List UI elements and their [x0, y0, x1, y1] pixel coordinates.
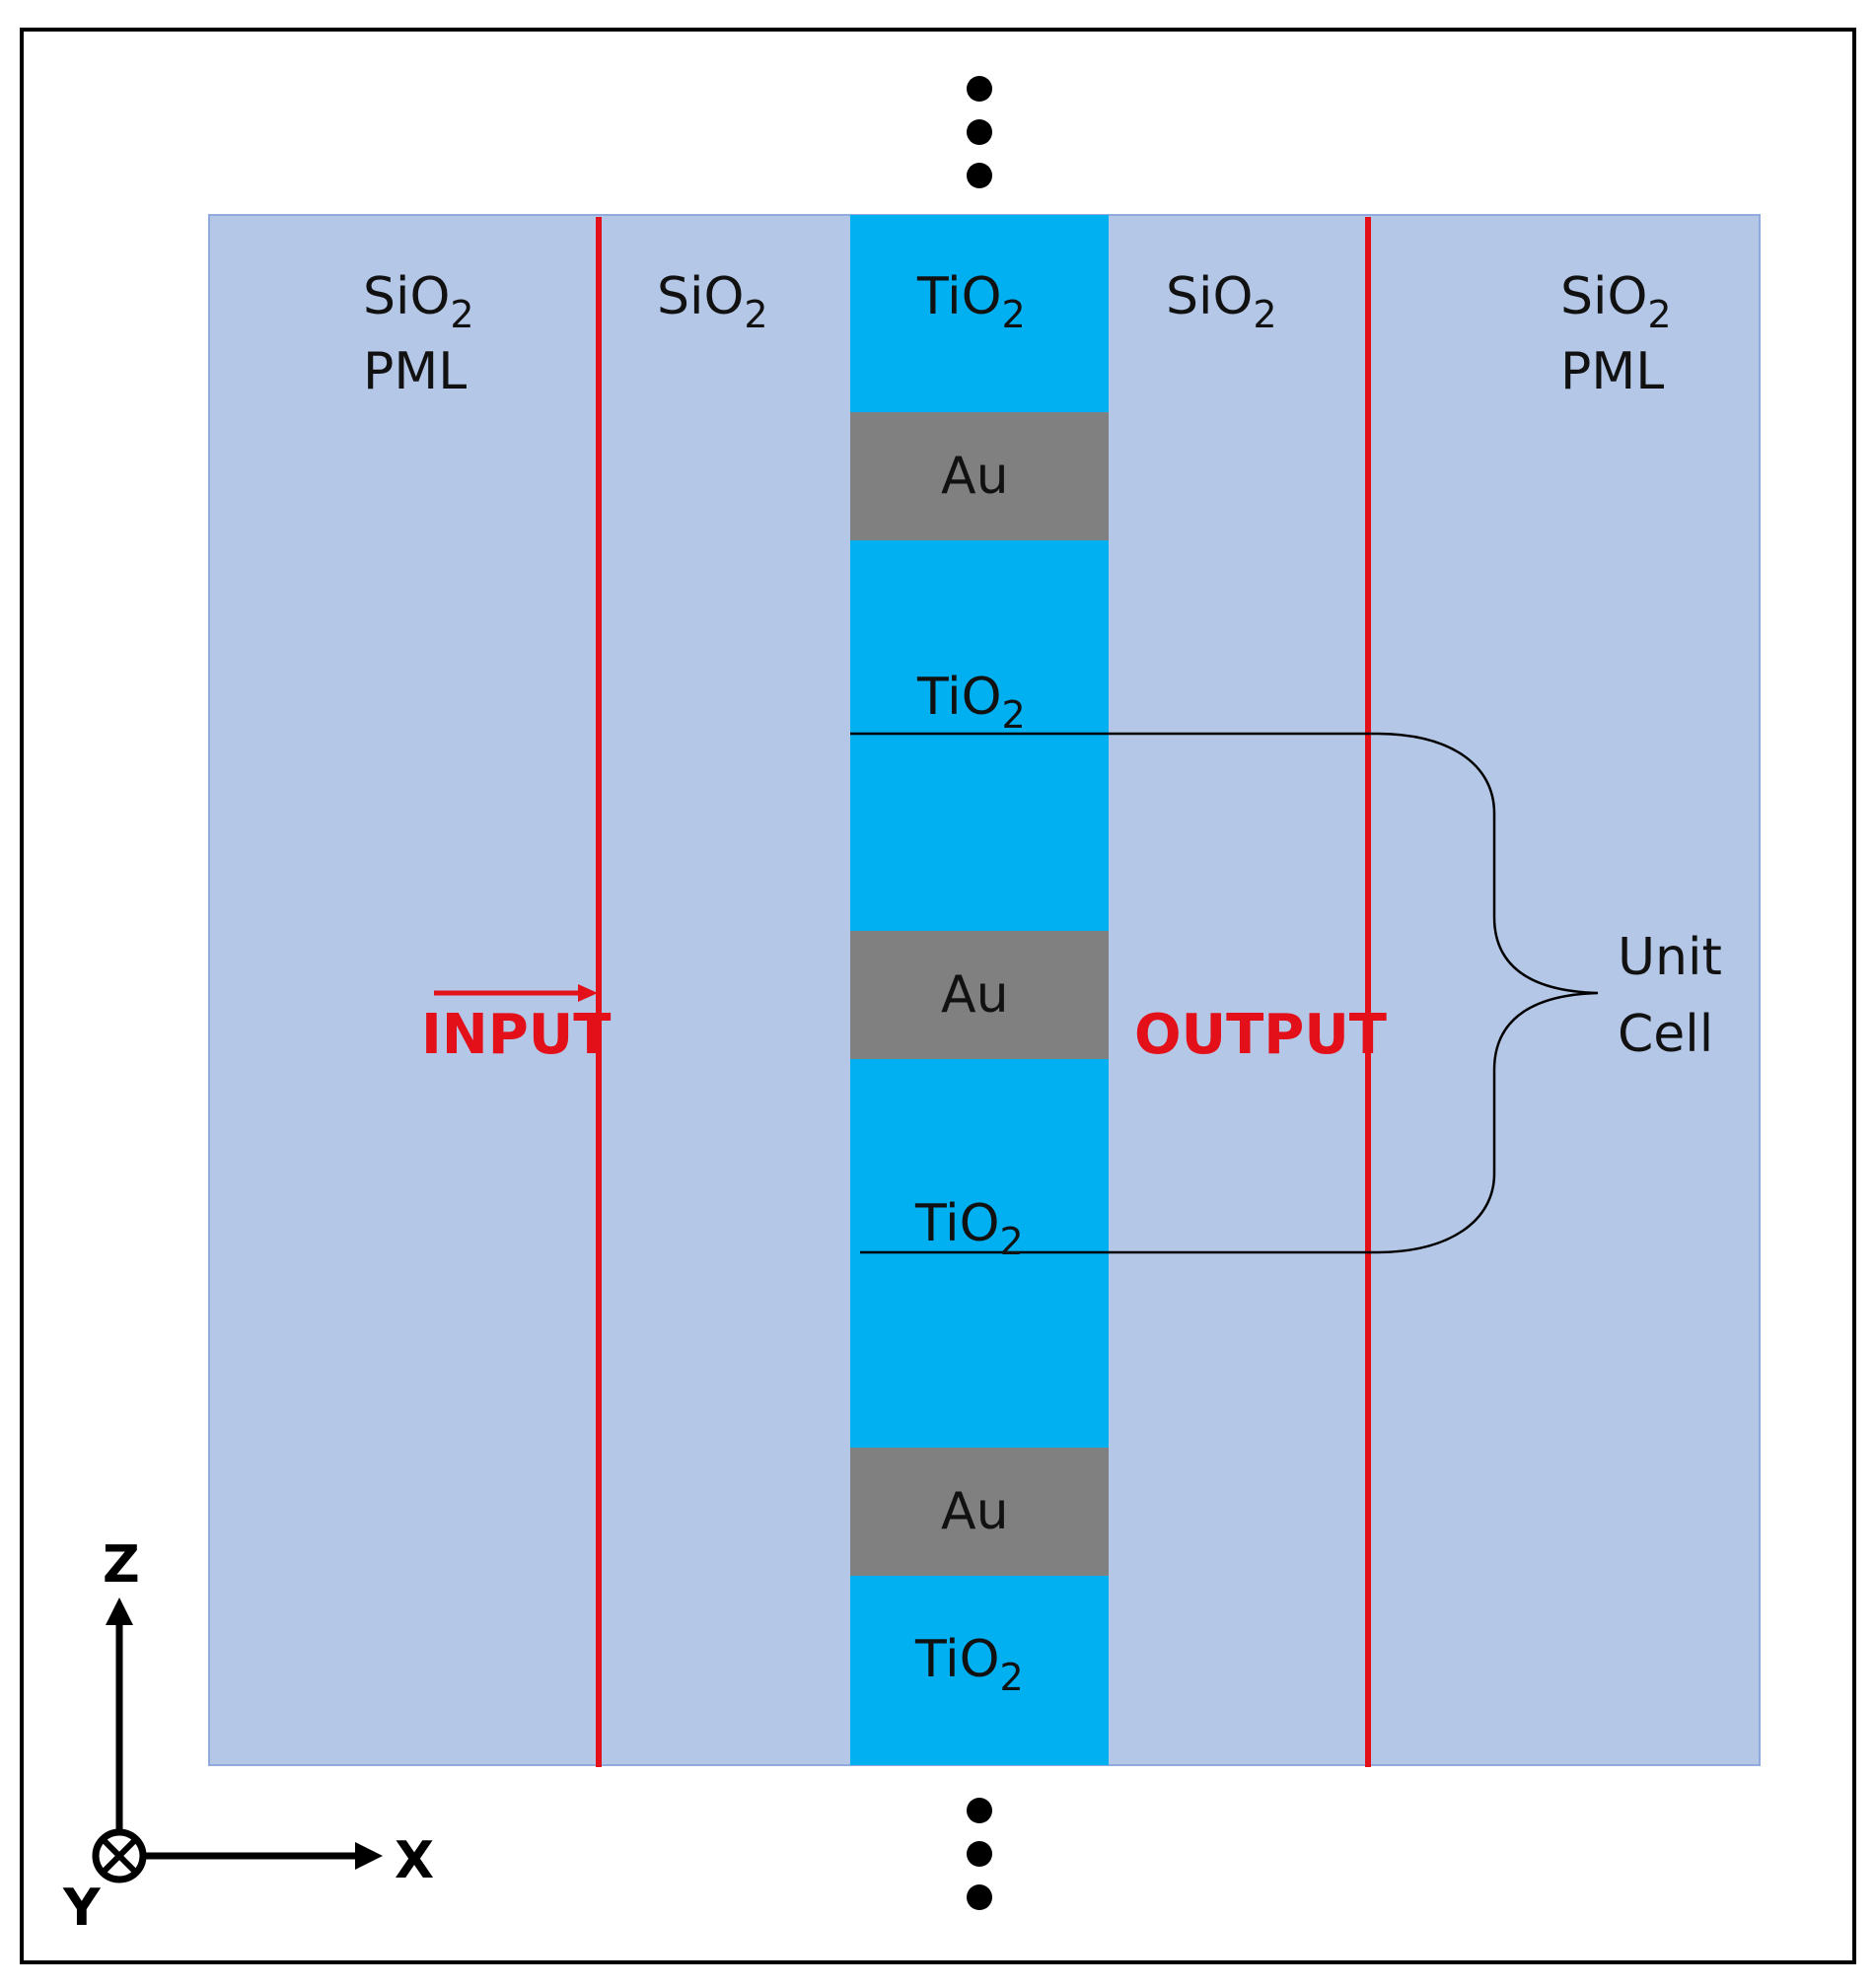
- unit-cell-brace: [1375, 732, 1599, 1254]
- unit-cell-label-line1: Unit: [1618, 928, 1722, 987]
- left-pml-label-line1: SiO2: [363, 267, 474, 336]
- tio2-label-3: TiO2: [914, 1194, 1024, 1263]
- output-label: OUTPUT: [1134, 1003, 1387, 1067]
- z-axis-label: Z: [103, 1535, 140, 1595]
- periodic-top-ellipsis-icon: [967, 76, 992, 188]
- tio2-label-2: TiO2: [916, 668, 1026, 737]
- au-layer-middle: [850, 931, 1109, 1059]
- tio2-label-4: TiO2: [914, 1630, 1024, 1699]
- au-layer-bottom: [850, 1448, 1109, 1576]
- input-label: INPUT: [421, 1003, 611, 1067]
- input-arrow-icon: [434, 984, 598, 1002]
- right-sio2-label: SiO2: [1166, 267, 1277, 336]
- x-axis-label: X: [395, 1831, 434, 1890]
- y-axis-into-page-icon: [92, 1828, 147, 1883]
- y-axis-label: Y: [62, 1879, 102, 1938]
- right-pml-label-line2: PML: [1560, 342, 1664, 401]
- tio2-label-1: TiO2: [916, 267, 1026, 336]
- right-pml-label-line1: SiO2: [1560, 267, 1672, 336]
- coordinate-axes: [92, 1598, 383, 1883]
- au-layer-top: [850, 412, 1109, 540]
- periodic-bottom-ellipsis-icon: [967, 1798, 992, 1910]
- au-label-1: Au: [941, 447, 1009, 506]
- au-label-2: Au: [941, 965, 1009, 1025]
- au-label-3: Au: [941, 1482, 1009, 1541]
- left-sio2-label: SiO2: [657, 267, 768, 336]
- left-pml-label-line2: PML: [363, 342, 467, 401]
- unit-cell-label-line2: Cell: [1618, 1005, 1713, 1064]
